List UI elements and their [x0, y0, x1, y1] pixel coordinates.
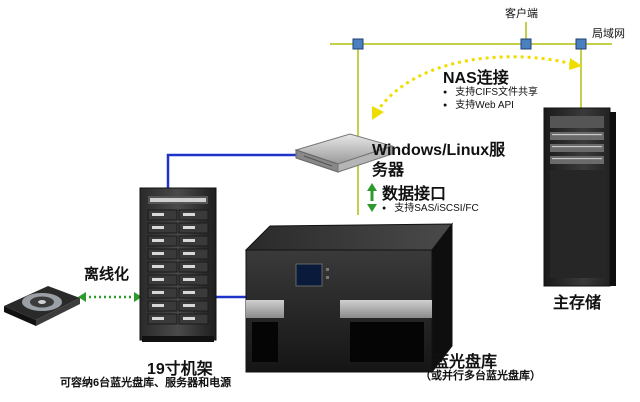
server-node [352, 38, 364, 50]
nas-bullet-list: 支持CIFS文件共享 支持Web API [443, 86, 538, 112]
network-nodes [352, 38, 587, 50]
rack-bay-handle [152, 291, 164, 294]
rack-bay-handle [183, 239, 195, 242]
nas-connection-arrow [376, 55, 573, 111]
rack-bay-handle [183, 252, 195, 255]
library-title: 蓝光盘库 [433, 354, 498, 371]
client-node [520, 38, 532, 50]
rack-bay-handle [183, 304, 195, 307]
server-icon [294, 133, 394, 173]
nas-arrow-head-left [372, 106, 384, 120]
rack-bay-handle [152, 226, 164, 229]
lan-network [330, 22, 612, 215]
offline-arrow [78, 292, 142, 302]
rack-bay-handle [152, 213, 164, 216]
nas-arrow-head-right [569, 58, 582, 70]
rack-bay-handle [152, 265, 164, 268]
rack-bay-handle [183, 291, 195, 294]
nas-bullet-1: 支持CIFS文件共享 [443, 86, 538, 99]
server-title-line2: 务器 [372, 162, 405, 179]
rack-icon [139, 187, 217, 342]
rack-bay-handle [183, 226, 195, 229]
library-icon [244, 222, 454, 374]
main-storage-label: 主存储 [553, 295, 602, 312]
offline-label: 离线化 [84, 266, 130, 283]
storage-node [575, 38, 587, 50]
data-interface-title: 数据接口 [382, 186, 447, 203]
nas-title: NAS连接 [443, 70, 509, 87]
rack-subtitle: 可容纳6台蓝光盘库、服务器和电源 [60, 377, 232, 389]
rack-bays [147, 209, 209, 325]
disc-cartridge-icon [4, 286, 80, 326]
data-interface-bullet-list: 支持SAS/iSCSI/FC [382, 202, 478, 215]
rack-bay-handle [183, 317, 195, 320]
data-interface-bullet: 支持SAS/iSCSI/FC [382, 202, 478, 215]
rack-bay-handle [152, 278, 164, 281]
rack-bay-handle [152, 252, 164, 255]
rack-bay-handle [152, 239, 164, 242]
server-title-line1: Windows/Linux服 [372, 142, 506, 159]
rack-bay-handle [152, 317, 164, 320]
rack-title: 19寸机架 [147, 361, 213, 378]
lan-label: 局域网 [592, 28, 625, 40]
library-subtitle: （或并行多台蓝光盘库） [420, 370, 541, 382]
rack-bay-handle [183, 278, 195, 281]
data-interface-arrow [367, 183, 377, 212]
rack-bay-handle [152, 304, 164, 307]
nas-bullet-2: 支持Web API [443, 99, 538, 112]
main-storage-icon [543, 107, 616, 287]
rack-bay-handle [183, 213, 195, 216]
client-label: 客户端 [505, 8, 538, 20]
rack-bay-handle [183, 265, 195, 268]
